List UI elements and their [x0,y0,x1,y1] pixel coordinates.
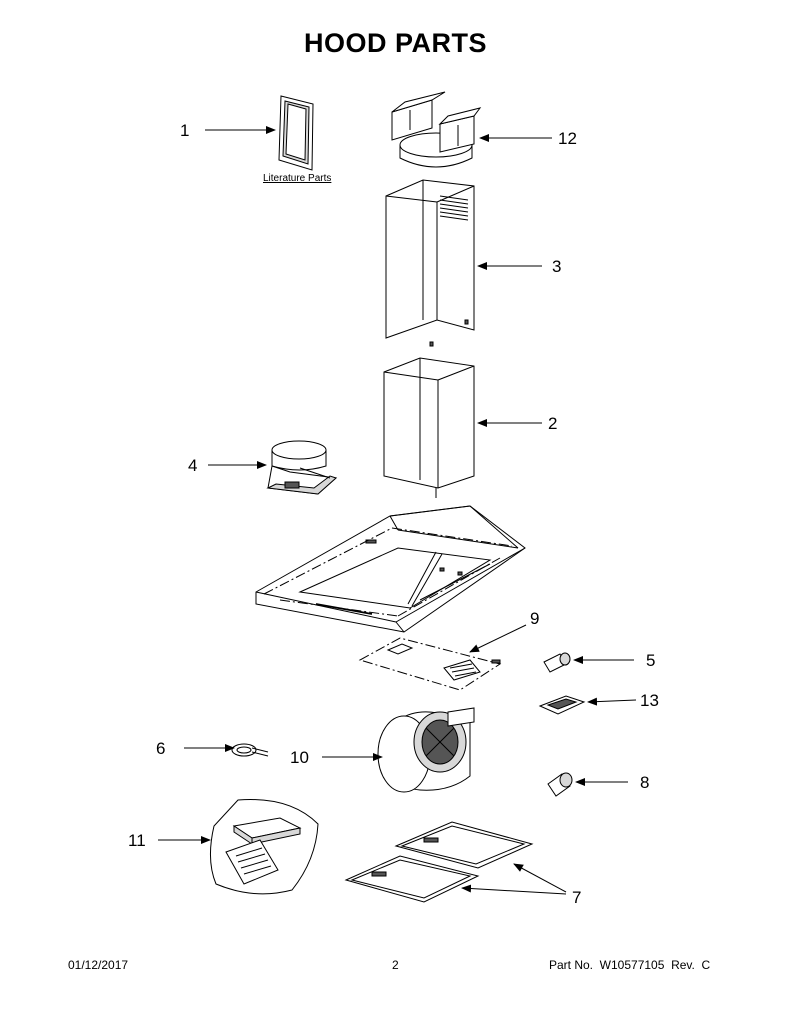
callout-11[interactable]: 11 [128,831,146,850]
canopy-hood-body [255,505,526,633]
part-2-lower-chimney[interactable] [383,357,475,498]
part-9-control-board[interactable] [358,637,502,691]
part-8-light-bulb[interactable] [547,772,573,797]
callout-6[interactable]: 6 [156,739,165,758]
footer-page-number: 2 [392,958,399,972]
part-4-blower-assembly[interactable] [266,440,338,495]
literature-parts-label: Literature Parts [263,173,331,184]
callout-13[interactable]: 13 [640,691,659,710]
arrow-7b [461,884,567,895]
part-10-blower-motor[interactable] [377,707,475,793]
callout-8[interactable]: 8 [640,773,649,792]
part-3-upper-chimney[interactable] [385,179,475,347]
callout-2[interactable]: 2 [548,414,557,433]
part-6-clamp[interactable] [231,743,269,757]
callout-3[interactable]: 3 [552,257,561,276]
arrow-13 [587,697,637,706]
part-13-light-cover[interactable] [538,695,586,715]
part-1-literature[interactable]: Literature Parts [263,95,331,184]
callout-12[interactable]: 12 [558,129,577,148]
part-5-light-socket[interactable] [543,652,571,673]
part-7-grease-filters[interactable] [344,821,534,903]
callout-9[interactable]: 9 [530,609,539,628]
part-11-hardware-bag[interactable] [210,799,319,895]
footer-part-number: Part No. W10577105 Rev. C [549,958,711,972]
callout-7[interactable]: 7 [572,888,581,907]
vent-slots [439,195,469,221]
callout-5[interactable]: 5 [646,651,655,670]
callout-1[interactable]: 1 [180,121,189,140]
grease-filter-upper[interactable] [394,821,534,869]
arrow-9 [469,624,527,653]
arrow-7a [513,863,567,893]
callout-10[interactable]: 10 [290,748,309,767]
callout-4[interactable]: 4 [188,456,197,475]
grease-filter-lower[interactable] [344,855,480,903]
page-title: HOOD PARTS [303,28,487,58]
footer-date: 01/12/2017 [68,958,129,972]
part-12-damper[interactable] [391,91,482,168]
